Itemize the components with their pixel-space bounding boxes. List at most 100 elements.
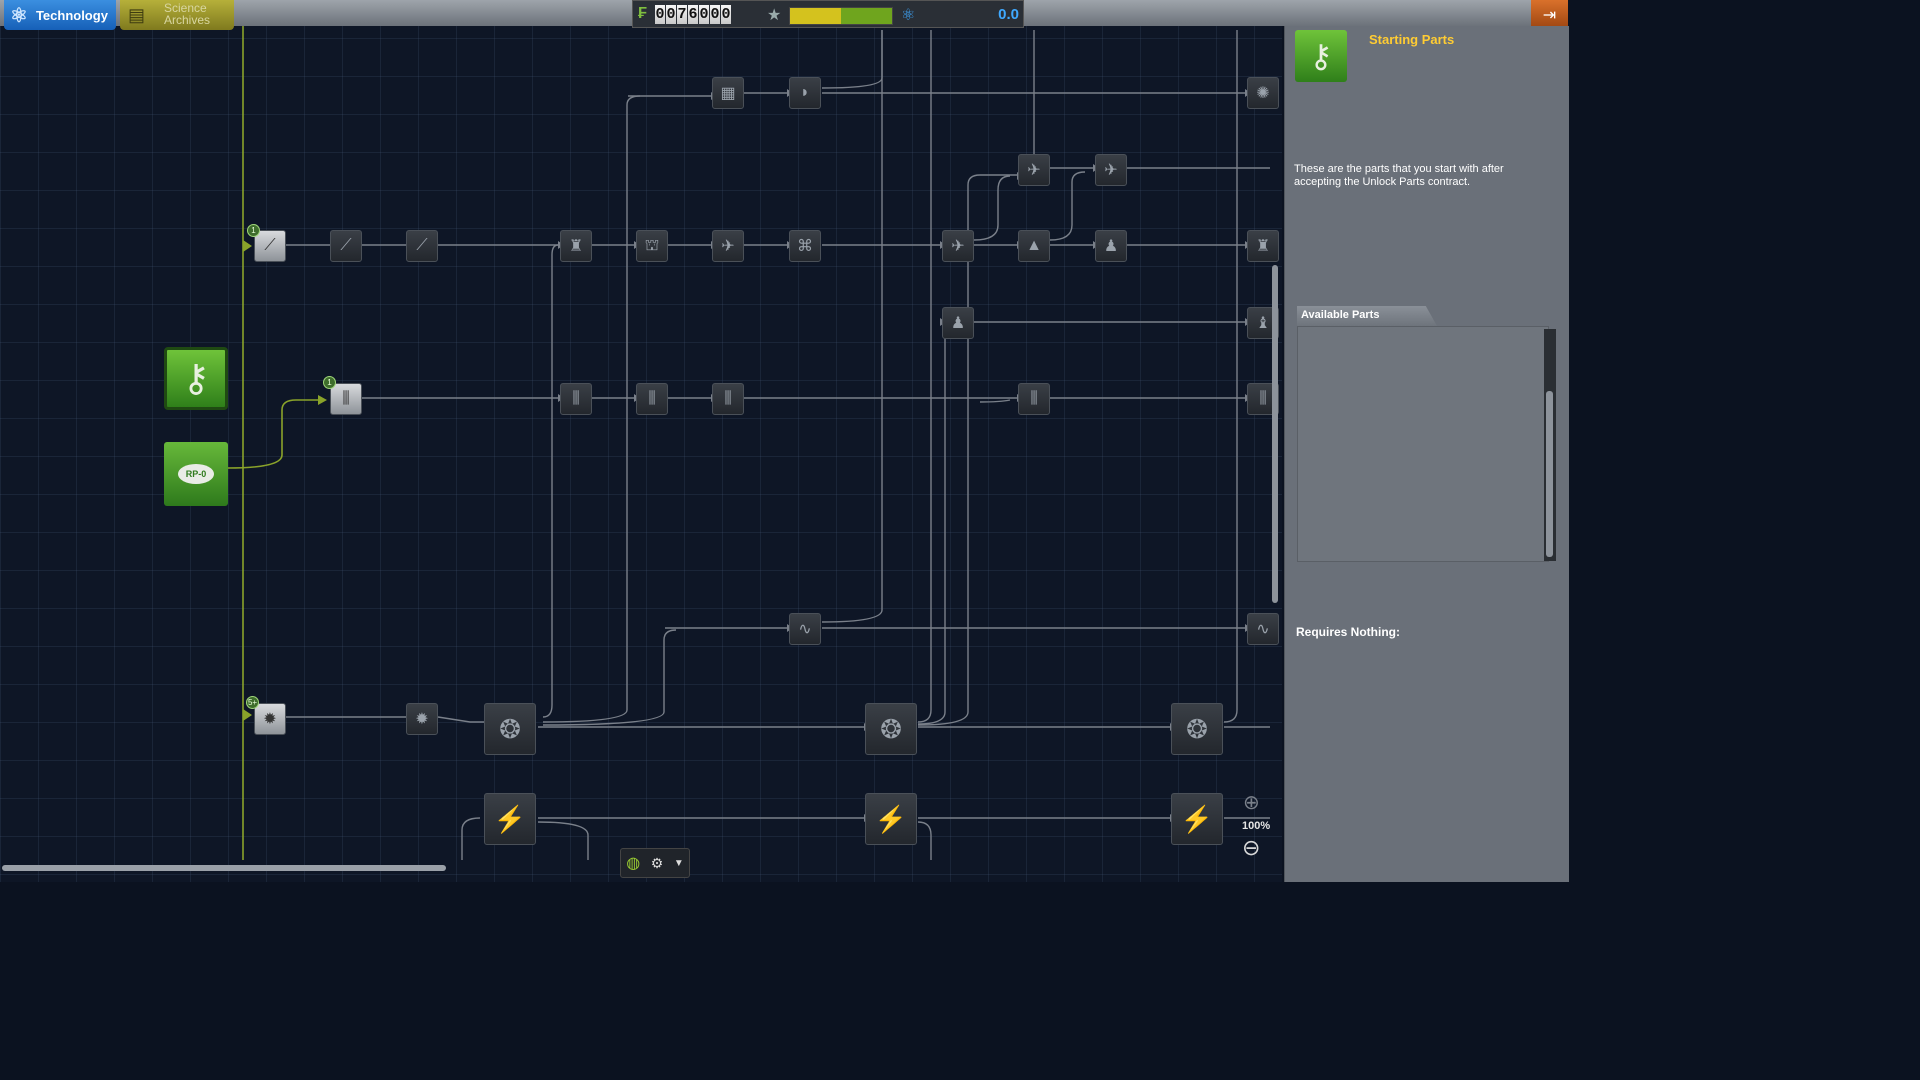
capsule-icon: ⛫	[644, 237, 660, 254]
panel-title: Starting Parts	[1369, 32, 1455, 47]
capsule-icon: ♝	[1255, 315, 1271, 332]
tech-node[interactable]: ⫼	[636, 383, 668, 415]
engine-icon: ⫼	[572, 390, 580, 407]
probe-icon: ⟋	[416, 237, 428, 254]
exit-icon: ⇥	[1542, 7, 1557, 24]
tech-node[interactable]: ♟	[942, 307, 974, 339]
reputation-star-icon: ★	[767, 7, 782, 24]
tech-node[interactable]: ♜	[1247, 230, 1279, 262]
pulse-icon: ∿	[798, 621, 812, 638]
capsule-icon: ♟	[1103, 238, 1119, 255]
zoom-out-icon[interactable]: ⊖	[1242, 835, 1261, 860]
scrollbar-thumb[interactable]	[2, 865, 446, 871]
tech-node[interactable]: ⟋	[330, 230, 362, 262]
tab-science-archives[interactable]: ▤ Science Archives	[120, 0, 234, 30]
satellite-icon: ✺	[1256, 85, 1270, 102]
available-parts-label: Available Parts	[1301, 309, 1380, 321]
tech-node[interactable]: ❂	[865, 703, 917, 755]
chevron-down-icon[interactable]: ▼	[673, 857, 684, 869]
probe-icon: ⟋	[340, 237, 352, 254]
tab-science-archives-label: Science Archives	[164, 1, 211, 27]
panel-description: These are the parts that you start with …	[1294, 163, 1504, 188]
globe-icon[interactable]: ◍	[626, 855, 641, 872]
funds-digit: 0	[666, 5, 676, 24]
parts-scrollbar[interactable]	[1544, 329, 1556, 561]
cost-badge: 1	[247, 224, 260, 237]
gear-icon: ✹	[263, 711, 277, 728]
reputation-gauge	[789, 7, 893, 25]
capsule-icon: ♜	[568, 238, 584, 255]
funds-digit: 7	[677, 5, 687, 24]
zoom-level: 100%	[1242, 820, 1271, 832]
tech-node[interactable]: ✈	[942, 230, 974, 262]
atom-icon: ⚛	[10, 4, 28, 27]
funds-digit: 6	[688, 5, 698, 24]
parts-scrollbar-thumb[interactable]	[1546, 391, 1553, 557]
tech-node[interactable]: ✺	[1247, 77, 1279, 109]
tech-node[interactable]: ⟋	[406, 230, 438, 262]
app-launcher: ◍ ⚙ ▼	[620, 848, 690, 878]
exit-button[interactable]: ⇥	[1531, 0, 1568, 30]
nosecone-icon: ◗	[800, 84, 810, 101]
settings-icon[interactable]: ⚙	[650, 854, 664, 871]
vertical-scrollbar[interactable]	[1272, 265, 1278, 603]
fairing-icon: ▦	[720, 85, 736, 102]
rp0-start-node[interactable]: RP-0	[164, 442, 228, 506]
horizontal-scrollbar[interactable]	[0, 864, 1282, 872]
tech-node-structures[interactable]: ✹	[254, 703, 286, 735]
tech-node[interactable]: ⫼	[1018, 383, 1050, 415]
lightning-icon: ⚡	[874, 803, 908, 834]
lightning-icon: ⚡	[1180, 803, 1214, 834]
available-parts-tab[interactable]: Available Parts	[1297, 306, 1437, 326]
tech-node[interactable]: ⌘	[789, 230, 821, 262]
key-icon: ⚷	[1309, 38, 1333, 74]
tech-node[interactable]: ⚡	[1171, 793, 1223, 845]
tech-node[interactable]: ❂	[484, 703, 536, 755]
tech-node[interactable]: ▲	[1018, 230, 1050, 262]
tech-tree-canvas[interactable]: ⚷ RP-0 ⟋ 1 ⫼ 1 ✹ 5+ ⟋ ⟋ ♜ ⛫ ✈ ⌘ ✈ ▲ ♟ ♜ …	[0, 0, 1282, 882]
requires-label: Requires Nothing:	[1296, 625, 1400, 639]
tech-node[interactable]: ✈	[1095, 154, 1127, 186]
tech-node[interactable]: ✈	[712, 230, 744, 262]
funds-digit: 0	[655, 5, 665, 24]
gear-ring-icon: ❂	[1186, 713, 1208, 744]
tech-node[interactable]: ⚡	[484, 793, 536, 845]
tech-node[interactable]: ❂	[1171, 703, 1223, 755]
archive-icon: ▤	[128, 5, 146, 25]
tech-node[interactable]: ⛫	[636, 230, 668, 262]
rp0-logo: RP-0	[177, 464, 215, 484]
capsule-icon: ♜	[1255, 238, 1271, 255]
engine-icon: ⫼	[648, 390, 656, 407]
starting-parts-node[interactable]: ⚷	[164, 347, 228, 410]
tech-node[interactable]: ♟	[1095, 230, 1127, 262]
probe-icon: ⟋	[264, 237, 276, 254]
science-value: 0.0	[998, 6, 1019, 23]
tab-technology[interactable]: ⚛ Technology	[4, 0, 116, 30]
engine-icon: ⫼	[1030, 390, 1038, 407]
tech-node[interactable]: ⚡	[865, 793, 917, 845]
tech-node[interactable]: ✹	[406, 703, 438, 735]
satellite-icon: ✈	[1027, 162, 1041, 179]
cost-badge: 5+	[246, 696, 259, 709]
tech-node[interactable]: ⫼	[712, 383, 744, 415]
tech-node[interactable]: ∿	[1247, 613, 1279, 645]
tech-node[interactable]: ♜	[560, 230, 592, 262]
tech-node-engines[interactable]: ⫼	[330, 383, 362, 415]
pulse-icon: ∿	[1256, 621, 1270, 638]
tech-node[interactable]: ▦	[712, 77, 744, 109]
tech-node[interactable]: ✈	[1018, 154, 1050, 186]
capsule-icon: ▲	[1026, 237, 1042, 254]
tech-tree-connections	[227, 22, 1270, 860]
tech-node[interactable]: ◗	[789, 77, 821, 109]
tech-node[interactable]: ⫼	[560, 383, 592, 415]
module-icon: ⌘	[797, 238, 813, 255]
tech-node[interactable]: ∿	[789, 613, 821, 645]
funds-digit: 0	[721, 5, 731, 24]
available-parts-list[interactable]	[1297, 326, 1556, 562]
satellite-icon: ✈	[1104, 162, 1118, 179]
satellite-icon: ✈	[721, 238, 735, 255]
zoom-in-icon[interactable]: ⊕	[1243, 792, 1260, 814]
key-icon: ⚷	[182, 358, 210, 400]
tech-node-avionics[interactable]: ⟋	[254, 230, 286, 262]
funds-digit: 0	[710, 5, 720, 24]
